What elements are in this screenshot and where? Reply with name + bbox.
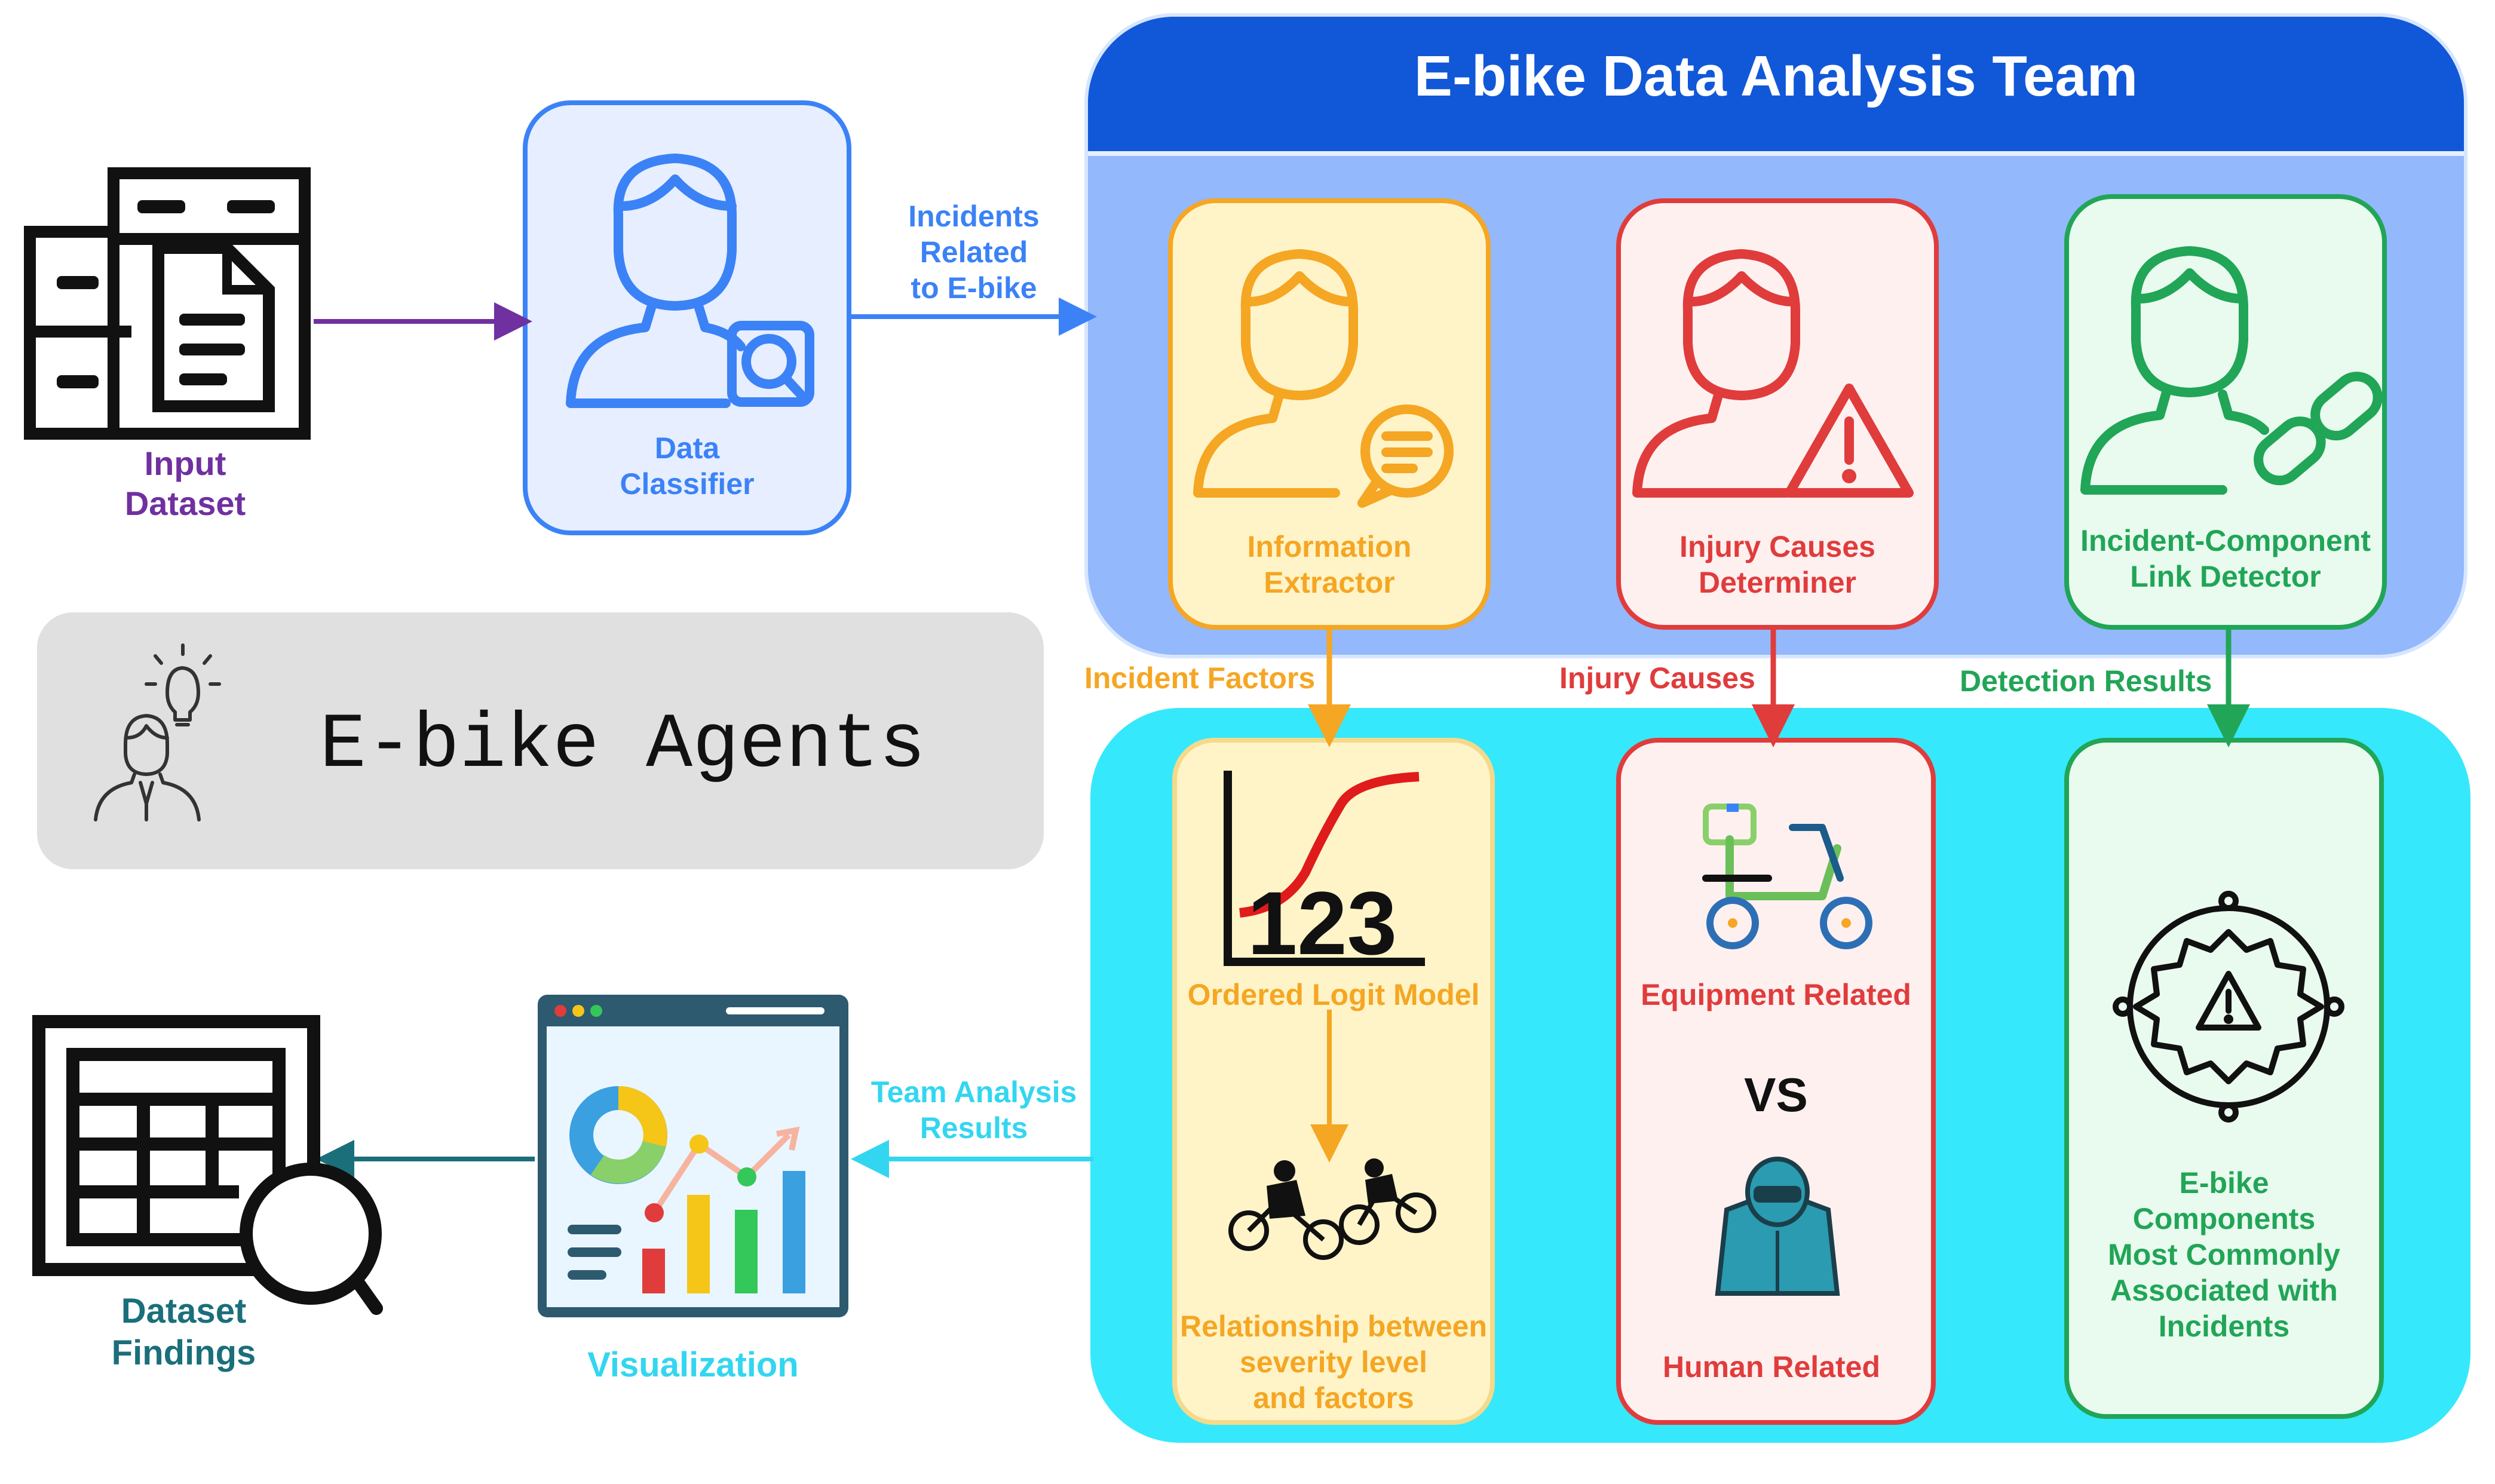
logit-relationship-line1: Relationship between bbox=[1180, 1310, 1487, 1343]
agent-idea-icon bbox=[94, 643, 221, 821]
edge-label-injury-causes: Injury Causes bbox=[1559, 661, 1755, 695]
logit-relationship-line2: severity level bbox=[1239, 1345, 1428, 1379]
components-label-line4: Associated with bbox=[2110, 1274, 2338, 1307]
link-detector-label-line2: Link Detector bbox=[2130, 560, 2321, 593]
edge-label-detection-results: Detection Results bbox=[1960, 664, 2212, 698]
components-label-line5: Incidents bbox=[2158, 1310, 2290, 1343]
input-dataset-label-line2: Dataset bbox=[124, 485, 246, 523]
detector-person-icon bbox=[2080, 246, 2383, 495]
cabinet-handles-icon bbox=[57, 200, 275, 388]
edge-label-incidents: Incidents Related to E-bike bbox=[860, 198, 1087, 306]
findings-magnifier-icon bbox=[240, 1163, 383, 1315]
extractor-person-icon bbox=[1193, 249, 1454, 508]
data-classifier-label: Data Classifier bbox=[523, 430, 851, 502]
info-extractor-label-line2: Extractor bbox=[1264, 566, 1395, 599]
ebike-icon bbox=[1702, 804, 1872, 949]
info-extractor-label: Information Extractor bbox=[1168, 529, 1491, 600]
injury-determiner-label-line1: Injury Causes bbox=[1679, 530, 1875, 563]
input-dataset-label-line1: Input bbox=[144, 444, 226, 482]
components-label-line2: Components bbox=[2132, 1202, 2316, 1235]
logit-chart-icon bbox=[1224, 771, 1425, 966]
equipment-related-label: Equipment Related bbox=[1641, 978, 1911, 1011]
visualization-label: Visualization bbox=[587, 1345, 799, 1384]
components-label-line3: Most Commonly bbox=[2108, 1238, 2340, 1271]
document-icon bbox=[152, 242, 275, 412]
data-classifier-label-line1: Data bbox=[654, 431, 720, 465]
dataset-findings-label-line1: Dataset bbox=[121, 1292, 247, 1330]
agents-legend-label: E-bike Agents bbox=[320, 702, 926, 790]
bar-chart-icon bbox=[568, 1126, 805, 1293]
edge-label-incident-factors: Incident Factors bbox=[1084, 661, 1316, 695]
team-title: E-bike Data Analysis Team bbox=[1414, 44, 2138, 108]
info-extractor-card bbox=[1168, 198, 1491, 630]
logit-relationship-line3: and factors bbox=[1253, 1381, 1414, 1415]
crash-motorcycles-icon bbox=[1228, 1185, 1436, 1260]
injury-determiner-label: Injury Causes Determiner bbox=[1616, 529, 1939, 600]
input-dataset-label: Input Dataset bbox=[96, 443, 275, 523]
edge-label-incidents-line1: Incidents bbox=[908, 200, 1040, 233]
edge-label-team-results-line1: Team Analysis bbox=[871, 1075, 1077, 1109]
logit-numbers: 123 bbox=[1248, 873, 1397, 973]
riders-icon bbox=[1267, 1158, 1398, 1219]
determiner-person-icon bbox=[1632, 249, 1914, 498]
edge-label-incidents-line3: to E-bike bbox=[911, 271, 1037, 305]
info-extractor-label-line1: Information bbox=[1247, 530, 1412, 563]
logit-title: Ordered Logit Model bbox=[1187, 978, 1480, 1011]
edge-label-incidents-line2: Related bbox=[919, 235, 1028, 269]
components-label-line1: E-bike bbox=[2179, 1166, 2269, 1200]
causes-card bbox=[1616, 738, 1936, 1425]
edge-label-team-results-line2: Results bbox=[919, 1111, 1028, 1145]
gear-warning-icon bbox=[2113, 891, 2344, 1123]
dataset-findings-label: Dataset Findings bbox=[72, 1290, 296, 1373]
dataset-findings-label-line2: Findings bbox=[111, 1333, 256, 1372]
agents-legend-box bbox=[37, 612, 1044, 869]
data-classifier-card bbox=[523, 100, 851, 535]
team-header bbox=[1088, 17, 2464, 156]
injury-determiner-label-line2: Determiner bbox=[1699, 566, 1856, 599]
logit-relationship-label: Relationship between severity level and … bbox=[1172, 1308, 1495, 1416]
donut-chart-icon bbox=[569, 1086, 667, 1184]
human-related-label: Human Related bbox=[1663, 1350, 1880, 1384]
classifier-person-icon bbox=[566, 154, 814, 408]
data-classifier-label-line2: Classifier bbox=[620, 467, 755, 501]
link-detector-label-line1: Incident-Component bbox=[2080, 524, 2371, 557]
components-label: E-bike Components Most Commonly Associat… bbox=[2064, 1165, 2384, 1344]
link-detector-label: Incident-Component Link Detector bbox=[2055, 523, 2396, 594]
rider-helmet-icon bbox=[1715, 1157, 1840, 1296]
vs-label: VS bbox=[1744, 1068, 1808, 1121]
injury-determiner-card bbox=[1616, 198, 1939, 630]
edge-label-team-results: Team Analysis Results bbox=[854, 1074, 1093, 1146]
